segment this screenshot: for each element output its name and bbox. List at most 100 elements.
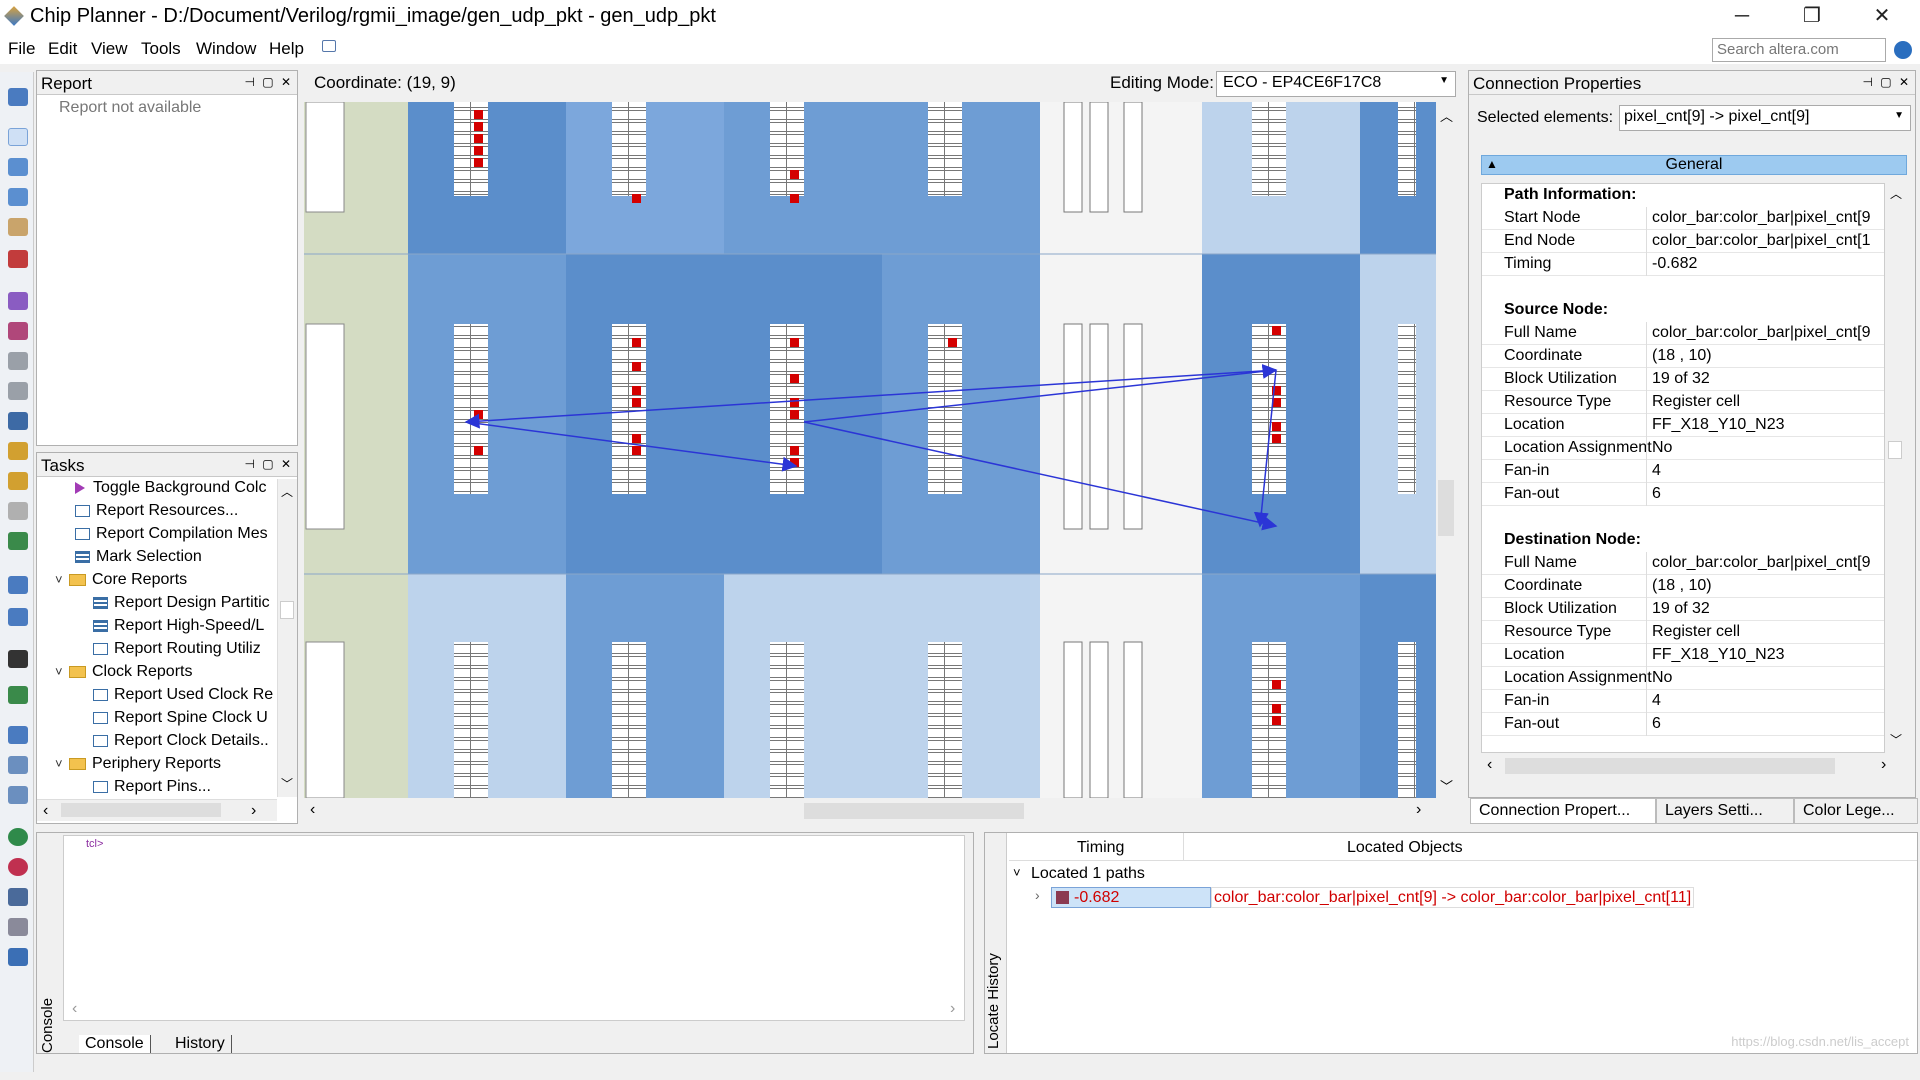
canvas-hscrollbar[interactable]: ‹ ›: [304, 800, 1436, 822]
property-row[interactable]: Coordinate(18 , 10): [1482, 345, 1884, 368]
download-icon[interactable]: [8, 948, 28, 966]
scroll-down-icon[interactable]: ﹀: [281, 777, 294, 791]
editing-mode-select[interactable]: ECO - EP4CE6F17C8 ▼: [1216, 71, 1456, 97]
task-item[interactable]: ˅Periphery Reports: [55, 755, 221, 778]
chevron-right-icon[interactable]: ›: [1035, 887, 1040, 903]
used-register[interactable]: [790, 170, 799, 179]
used-register[interactable]: [632, 446, 641, 455]
used-register[interactable]: [632, 338, 641, 347]
selected-elements-select[interactable]: pixel_cnt[9] -> pixel_cnt[9] ▼: [1619, 105, 1911, 131]
layer-icon[interactable]: [8, 576, 28, 594]
menu-file[interactable]: File: [8, 39, 36, 58]
pencil-icon[interactable]: [8, 442, 28, 460]
used-register[interactable]: [790, 446, 799, 455]
close-button[interactable]: ✕: [1873, 5, 1891, 27]
used-register[interactable]: [790, 194, 799, 203]
used-register[interactable]: [1272, 434, 1281, 443]
chevron-down-icon[interactable]: ˅: [1013, 865, 1021, 880]
scroll-left-icon[interactable]: ‹: [1487, 756, 1493, 773]
chevron-down-icon[interactable]: ˅: [55, 572, 63, 587]
task-item[interactable]: ˅Clock Reports: [55, 663, 192, 686]
located-object-cell[interactable]: color_bar:color_bar|pixel_cnt[9] -> colo…: [1211, 887, 1695, 908]
help-chat-icon[interactable]: [322, 40, 336, 52]
used-register[interactable]: [1272, 704, 1281, 713]
props-hscrollbar[interactable]: ‹ ›: [1481, 755, 1907, 777]
logic-array-block[interactable]: [612, 102, 646, 196]
settings-icon[interactable]: [8, 918, 28, 936]
task-item[interactable]: Report Design Partitic: [93, 594, 270, 617]
connection-icon[interactable]: [8, 412, 28, 430]
tab-history[interactable]: History: [169, 1035, 232, 1053]
scroll-up-icon[interactable]: ︿: [281, 485, 294, 499]
used-register[interactable]: [1272, 386, 1281, 395]
scroll-left-icon[interactable]: ‹: [310, 801, 316, 818]
col-located-objects[interactable]: Located Objects: [1347, 839, 1463, 856]
used-register[interactable]: [632, 386, 641, 395]
chip-icon[interactable]: [8, 532, 28, 550]
used-register[interactable]: [790, 398, 799, 407]
chevron-down-icon[interactable]: ˅: [55, 664, 63, 679]
logic-array-block[interactable]: [1252, 324, 1286, 494]
task-item[interactable]: Report Pins...: [93, 778, 211, 797]
scroll-right-icon[interactable]: ›: [950, 1000, 956, 1017]
console-output[interactable]: tcl> ‹ ›: [63, 835, 965, 1021]
logic-array-block[interactable]: [1398, 324, 1416, 494]
used-register[interactable]: [632, 362, 641, 371]
search-input[interactable]: Search altera.com: [1712, 38, 1886, 62]
used-register[interactable]: [474, 110, 483, 119]
used-register[interactable]: [474, 122, 483, 131]
scroll-up-icon[interactable]: ︿: [1440, 109, 1454, 124]
task-item[interactable]: Report Spine Clock U: [93, 709, 268, 732]
fanout-icon[interactable]: [8, 322, 28, 340]
menu-view[interactable]: View: [91, 39, 128, 58]
col-timing[interactable]: Timing: [1077, 839, 1125, 856]
logic-array-block[interactable]: [1398, 102, 1416, 196]
used-register[interactable]: [632, 194, 641, 203]
logic-array-block[interactable]: [770, 102, 804, 196]
logic-array-block[interactable]: [454, 324, 488, 494]
table-icon[interactable]: [8, 726, 28, 744]
logic-array-block[interactable]: [928, 642, 962, 798]
used-register[interactable]: [1272, 680, 1281, 689]
tasks-hscrollbar[interactable]: ‹ ›: [37, 799, 277, 821]
scroll-right-icon[interactable]: ›: [1416, 801, 1422, 818]
locate-icon[interactable]: [8, 686, 28, 704]
scroll-left-icon[interactable]: ‹: [43, 802, 49, 819]
chevron-down-icon[interactable]: ˅: [55, 756, 63, 771]
used-register[interactable]: [632, 434, 641, 443]
tasks-scrollbar[interactable]: ︿ ﹀: [277, 479, 297, 797]
used-register[interactable]: [790, 338, 799, 347]
logic-array-block[interactable]: [1398, 642, 1416, 798]
used-register[interactable]: [1272, 716, 1281, 725]
brush-icon[interactable]: [8, 472, 28, 490]
delay-icon[interactable]: [8, 382, 28, 400]
fanin-icon[interactable]: [8, 292, 28, 310]
panel-controls-icon[interactable]: ⊣ ▢ ✕: [244, 457, 293, 471]
tab-console[interactable]: Console: [79, 1035, 151, 1053]
refresh-icon[interactable]: [8, 858, 28, 876]
task-item[interactable]: Mark Selection: [75, 548, 202, 571]
task-item[interactable]: Report Used Clock Re: [93, 686, 273, 709]
binoculars-icon[interactable]: [8, 650, 28, 668]
restore-button[interactable]: ❐: [1803, 5, 1821, 27]
tab-layers-settings[interactable]: Layers Setti...: [1656, 798, 1794, 824]
property-row[interactable]: Timing-0.682: [1482, 253, 1884, 276]
scroll-left-icon[interactable]: ‹: [72, 1000, 78, 1017]
scroll-right-icon[interactable]: ›: [1881, 756, 1887, 773]
task-item[interactable]: Report Compilation Mes: [75, 525, 268, 548]
report-icon[interactable]: [8, 88, 28, 106]
fit-window-icon[interactable]: [8, 250, 28, 268]
used-register[interactable]: [790, 374, 799, 383]
task-item[interactable]: Report Routing Utiliz: [93, 640, 261, 663]
scroll-thumb[interactable]: [1438, 480, 1454, 536]
props-vscrollbar[interactable]: ︿ ﹀: [1885, 183, 1907, 753]
